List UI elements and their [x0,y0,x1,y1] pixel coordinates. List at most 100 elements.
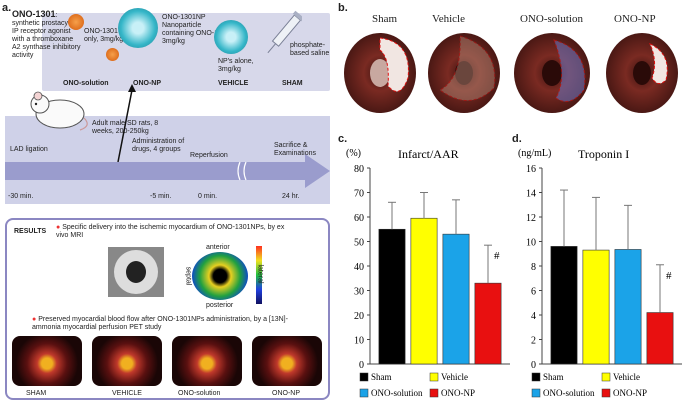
bar-sham [378,228,406,365]
infarct-aar-chart: (%) Infarct/AAR 0 10 20 30 40 50 60 70 80 # Sham Vehi… [346,147,510,398]
ono-particle-icon [68,14,84,30]
bar-ono-solution [614,249,642,365]
bar-ono-solution [442,233,470,365]
pet-label-ono-solution: ONO-solution [178,390,221,397]
result-2: Preserved myocardial blood flow after ON… [32,316,288,331]
y-tick-label: 2 [531,336,536,347]
mri-label-anterior: anterior [206,244,230,251]
bar-vehicle [410,217,438,365]
results-title: RESULTS [14,228,47,235]
ono-name: ONO-1301 [12,9,56,19]
pet-label-ono-np: ONO-NP [272,390,300,397]
legend-swatch [429,388,439,398]
legend-swatch [601,388,611,398]
event-lad-label: LAD ligation [10,146,48,153]
significance-mark: # [494,250,500,262]
y-tick-label: 12 [526,213,536,224]
legend-label: Sham [371,372,392,382]
legend-label: Vehicle [441,372,468,382]
result-2-text: ● Preserved myocardial blood flow after … [32,316,288,331]
y-tick-label: 16 [526,164,536,175]
ono-description: ONO-1301: synthetic prostacyclin IP rece… [12,10,82,60]
rat-icon [30,91,88,131]
event-sacrifice-time: 24 hr. [282,193,300,200]
legend-swatch [359,388,369,398]
heart-section-ono-solution [514,33,590,113]
group-name-ono-solution: ONO-solution [63,80,109,87]
event-admin-label: Administration of drugs, 4 groups [132,138,185,153]
mri-label-septal: septal [184,266,192,286]
y-tick-label: 10 [354,336,364,347]
legend-label: ONO-solution [543,388,595,398]
groups-band [42,13,330,91]
chart-title: Infarct/AAR [398,147,459,161]
pet-label-sham: SHAM [26,390,47,397]
significance-mark: # [666,270,672,282]
y-tick-label: 30 [354,287,364,298]
timeline-band [5,116,330,204]
ono-particle-icon [106,48,119,61]
heart-label-ono-solution: ONO-solution [520,13,583,25]
y-axis-label: (ng/mL) [518,148,551,159]
empty-nanoparticle-icon [214,20,248,54]
y-tick-label: 14 [526,189,536,200]
event-lad-time: -30 min. [8,193,34,200]
y-axis-label: (%) [346,148,361,159]
y-tick-label: 50 [354,238,364,249]
legend-swatch [429,372,439,382]
bar-sham [550,246,578,365]
panel-c-letter: c. [338,133,348,145]
legend-swatch [601,372,611,382]
heart-sections [344,33,678,113]
y-tick-label: 0 [531,360,536,371]
group-name-ono-np: ONO-NP [133,80,161,87]
event-reperfusion-label: Reperfusion [190,152,228,159]
y-tick-label: 10 [526,238,536,249]
mri-label-posterior: posterior [206,302,234,309]
result-1-text: ● Specific delivery into the ischemic my… [56,224,285,239]
pet-image-sham [12,336,82,386]
pet-image-ono-solution [172,336,242,386]
y-tick-label: 20 [354,311,364,322]
group-desc-vehicle: NP's alone, 3mg/kg [218,58,254,73]
y-tick-label: 0 [359,360,364,371]
y-tick-label: 60 [354,213,364,224]
y-tick-label: 80 [354,164,364,175]
y-tick-label: 8 [531,262,536,273]
legend-label: Sham [543,372,564,382]
bar-ono-np [646,312,674,365]
nanoparticle-icon [118,8,158,48]
group-name-vehicle: VEHICLE [218,80,249,87]
group-desc-sham: phosphate-based saline [290,42,330,57]
mri-image [108,247,164,297]
event-admin-time: -5 min. [150,193,172,200]
heart-label-vehicle: Vehicle [432,13,465,25]
panel-b-letter: b. [338,2,348,14]
mri-colormap-image [192,252,248,300]
chart-title: Troponin I [578,147,629,161]
legend-swatch [359,372,369,382]
event-reperfusion-time: 0 min. [198,193,218,200]
pet-image-vehicle [92,336,162,386]
y-tick-label: 6 [531,287,536,298]
result-1: Specific delivery into the ischemic myoc… [56,224,285,239]
panel-a-letter: a. [2,2,12,14]
legend-label: ONO-NP [441,388,475,398]
panel-d-letter: d. [512,133,522,145]
legend-label: ONO-solution [371,388,423,398]
legend-swatch [531,372,541,382]
y-tick-label: 4 [531,311,536,322]
colorbar [256,246,262,304]
bar-vehicle [582,249,610,365]
syringe-icon [267,10,302,54]
group-desc-ono-solution: ONO-1301 only, 3mg/kg [84,28,124,43]
heart-section-sham [344,33,416,113]
group-desc-ono-np: ONO-1301NP Nanoparticle containing ONO-1… [162,14,232,45]
mri-label-lateral: lateral [256,264,264,284]
pet-label-vehicle: VEHICLE [112,390,142,397]
legend-swatch [531,388,541,398]
y-tick-label: 40 [354,262,364,273]
bar-ono-np [474,282,502,365]
y-tick-label: 70 [354,189,364,200]
